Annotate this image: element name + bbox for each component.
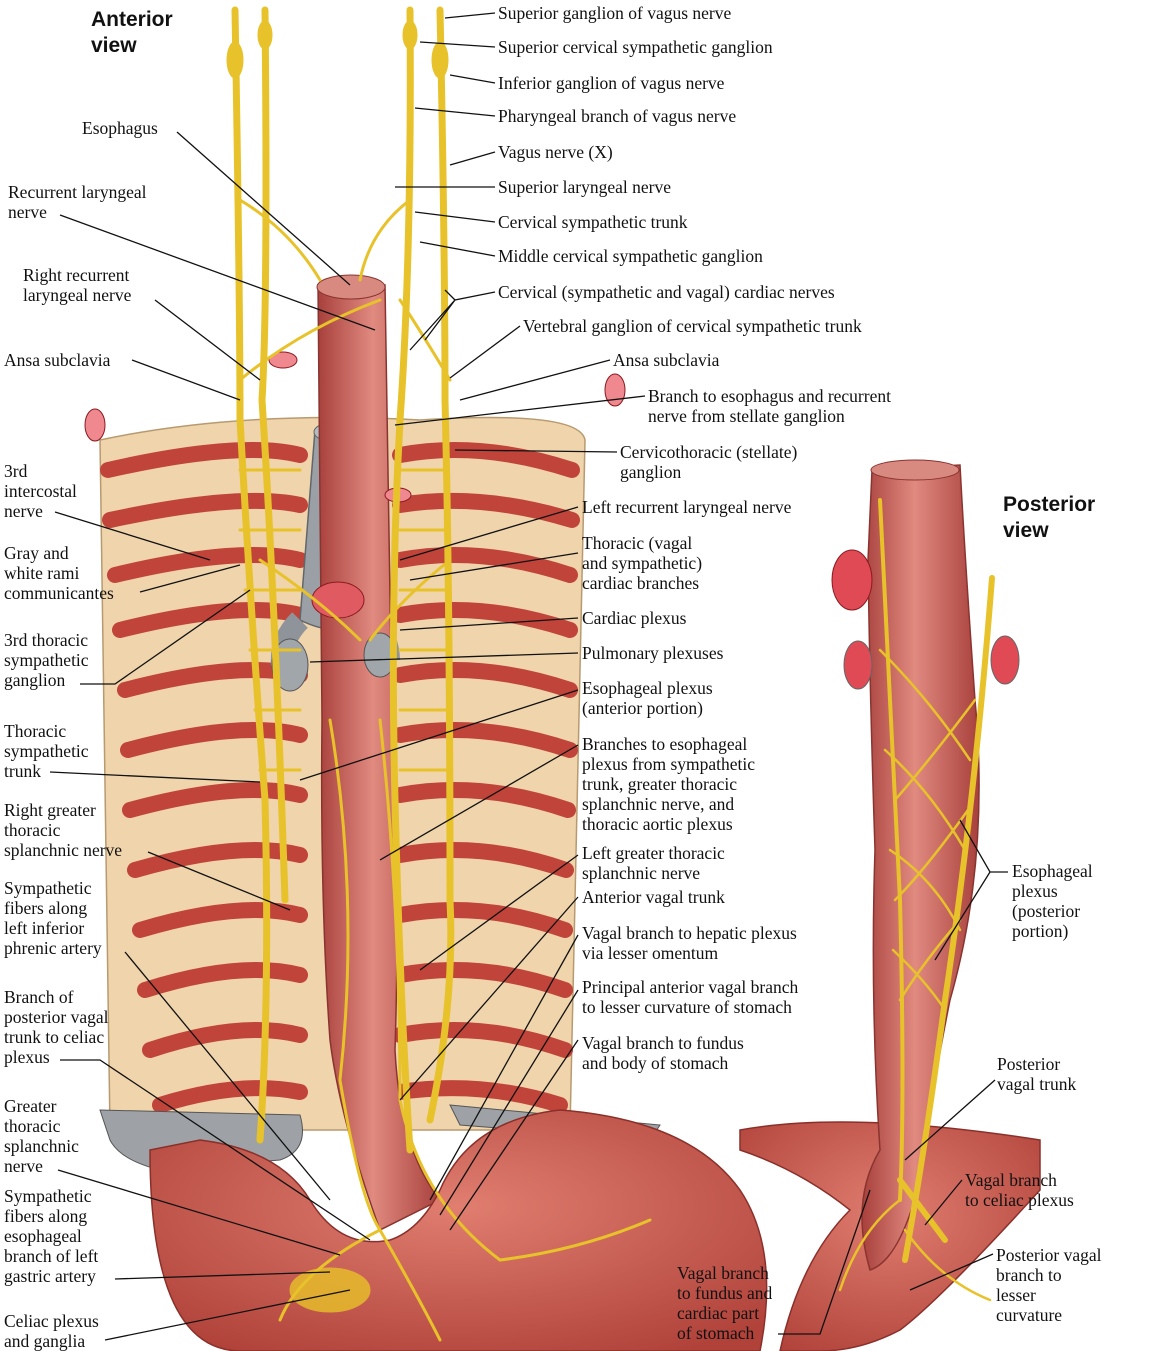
anterior-view-drawing — [81, 6, 768, 1351]
label-superior-ganglion-vagus: Superior ganglion of vagus nerve — [498, 3, 732, 23]
label-posterior-vagal-branch-lesser-curvature: Posterior vagal branch to lesser curvatu… — [996, 1245, 1102, 1325]
label-recurrent-laryngeal-nerve: Recurrent laryngeal nerve — [8, 182, 147, 222]
label-gray-white-rami: Gray and white rami communicantes — [4, 543, 114, 603]
label-vagal-branch-hepatic-plexus: Vagal branch to hepatic plexus via lesse… — [582, 923, 797, 963]
label-ansa-subclavia-left: Ansa subclavia — [613, 350, 720, 370]
label-celiac-plexus-ganglia: Celiac plexus and ganglia — [4, 1311, 99, 1351]
label-superior-laryngeal-nerve: Superior laryngeal nerve — [498, 177, 671, 197]
label-left-greater-thoracic-splanchnic: Left greater thoracic splanchnic nerve — [582, 843, 725, 883]
label-pharyngeal-branch-vagus: Pharyngeal branch of vagus nerve — [498, 106, 737, 126]
label-sympathetic-fibers-phrenic: Sympathetic fibers along left inferior p… — [4, 878, 102, 958]
label-principal-anterior-vagal-branch: Principal anterior vagal branch to lesse… — [582, 977, 799, 1017]
label-superior-cervical-sympathetic-ganglion: Superior cervical sympathetic ganglion — [498, 37, 773, 57]
anterior-view-title: Anterior view — [91, 8, 173, 57]
label-right-recurrent-laryngeal-nerve: Right recurrent laryngeal nerve — [23, 265, 132, 305]
label-left-recurrent-laryngeal-nerve: Left recurrent laryngeal nerve — [582, 497, 792, 517]
label-3rd-thoracic-sympathetic-ganglion: 3rd thoracic sympathetic ganglion — [4, 630, 89, 690]
label-sympathetic-fibers-gastric: Sympathetic fibers along esophageal bran… — [4, 1186, 99, 1286]
label-vagal-branch-fundus-cardiac: Vagal branch to fundus and cardiac part … — [677, 1263, 773, 1343]
label-vagal-branch-fundus-body: Vagal branch to fundus and body of stoma… — [582, 1033, 744, 1073]
label-branch-posterior-vagal-celiac: Branch of posterior vagal trunk to celia… — [4, 987, 109, 1067]
leader-lines — [49, 12, 1008, 1341]
label-greater-thoracic-splanchnic: Greater thoracic splanchnic nerve — [4, 1096, 79, 1176]
posterior-view-drawing — [739, 459, 1041, 1351]
label-cervical-cardiac-nerves: Cervical (sympathetic and vagal) cardiac… — [498, 282, 835, 302]
nerves-posterior — [838, 498, 995, 1302]
label-anterior-vagal-trunk: Anterior vagal trunk — [582, 887, 725, 907]
label-thoracic-sympathetic-trunk: Thoracic sympathetic trunk — [4, 721, 89, 781]
label-branches-to-esophageal-plexus: Branches to esophageal plexus from sympa… — [582, 734, 756, 834]
label-3rd-intercostal-nerve: 3rd intercostal nerve — [4, 461, 77, 521]
label-vagal-branch-celiac: Vagal branch to celiac plexus — [965, 1170, 1074, 1210]
label-pulmonary-plexuses: Pulmonary plexuses — [582, 643, 724, 663]
label-esophagus: Esophagus — [82, 118, 158, 138]
posterior-view-title: Posterior view — [1003, 493, 1096, 542]
label-right-greater-thoracic-splanchnic: Right greater thoracic splanchnic nerve — [4, 800, 123, 860]
label-cervicothoracic-stellate-ganglion: Cervicothoracic (stellate) ganglion — [620, 442, 798, 482]
label-posterior-vagal-trunk: Posterior vagal trunk — [997, 1054, 1077, 1094]
label-cervical-sympathetic-trunk: Cervical sympathetic trunk — [498, 212, 688, 232]
label-vertebral-ganglion: Vertebral ganglion of cervical sympathet… — [523, 316, 862, 336]
label-inferior-ganglion-vagus: Inferior ganglion of vagus nerve — [498, 73, 725, 93]
label-cardiac-plexus: Cardiac plexus — [582, 608, 687, 628]
esophagus-posterior — [861, 464, 980, 1271]
label-ansa-subclavia-right: Ansa subclavia — [4, 350, 111, 370]
label-branch-to-esophagus-stellate: Branch to esophagus and recurrent nerve … — [648, 386, 891, 426]
label-middle-cervical-sympathetic-ganglion: Middle cervical sympathetic ganglion — [498, 246, 763, 266]
label-esophageal-plexus-anterior: Esophageal plexus (anterior portion) — [582, 678, 713, 718]
label-esophageal-plexus-posterior: Esophageal plexus (posterior portion) — [1012, 861, 1093, 941]
label-thoracic-cardiac-branches: Thoracic (vagal and sympathetic) cardiac… — [582, 533, 703, 593]
nerves-anterior — [226, 6, 652, 1342]
label-vagus-nerve: Vagus nerve (X) — [498, 142, 613, 162]
